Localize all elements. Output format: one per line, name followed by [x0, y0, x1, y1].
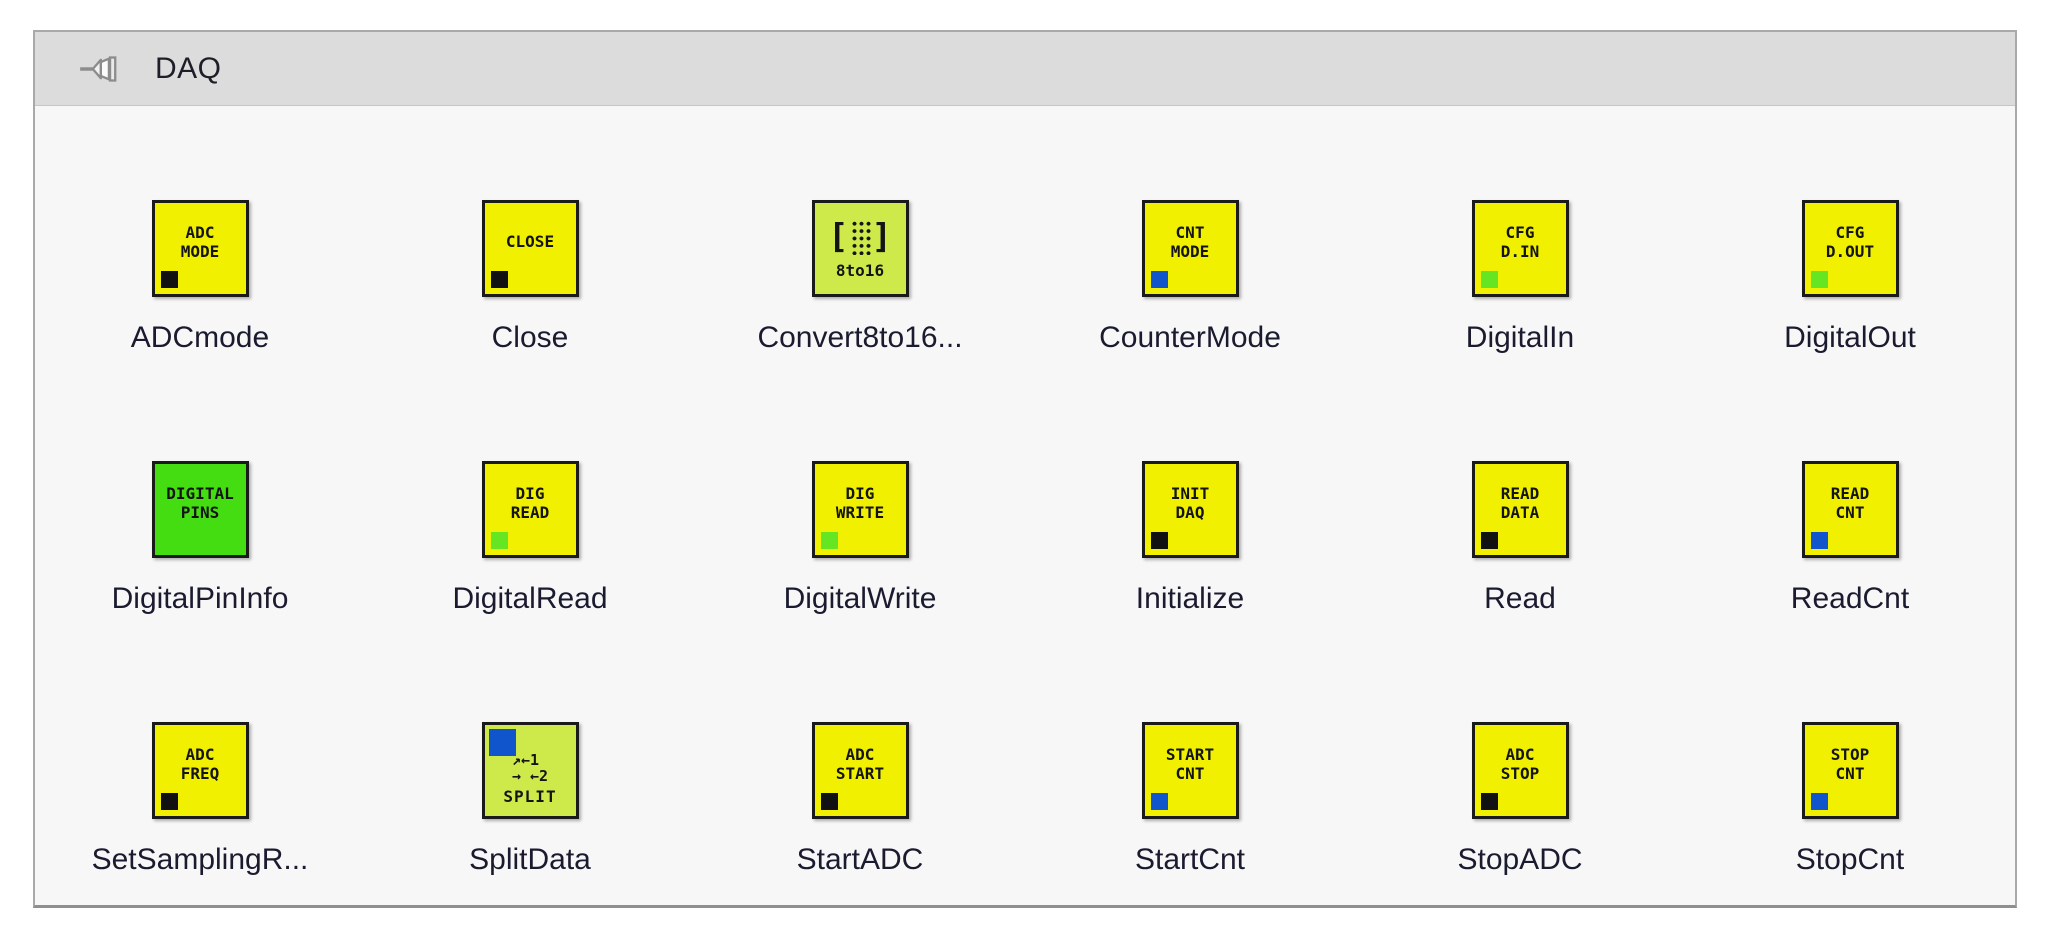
item-label: ADCmode [130, 321, 270, 354]
block-caption: INIT DAQ [1170, 484, 1210, 522]
block-icon: READ CNT [1801, 461, 1899, 558]
black-corner-marker [1150, 532, 1168, 549]
block-icon: ADC FREQ [151, 722, 249, 819]
block-icon: [] 8to16 [811, 200, 909, 297]
block-icon: READ DATA [1471, 461, 1569, 558]
palette-item-readcnt[interactable]: READ CNT ReadCnt [1685, 369, 2015, 630]
item-label: Close [491, 321, 569, 354]
pushpin-horizontal-icon[interactable] [79, 54, 125, 84]
bracket-grid-icon: [] [828, 217, 892, 257]
block-caption: READ CNT [1830, 484, 1870, 522]
blue-corner-marker [1810, 793, 1828, 810]
block-icon: DIG WRITE [811, 461, 909, 558]
palette-item-stopcnt[interactable]: STOP CNT StopCnt [1685, 630, 2015, 891]
palette-item-close[interactable]: CLOSE Close [365, 108, 695, 369]
item-label: StartADC [796, 843, 924, 876]
block-caption: ADC START [835, 745, 885, 783]
item-label: Initialize [1135, 582, 1245, 615]
palette-item-digitalpininfo[interactable]: DIGITAL PINS DigitalPinInfo [35, 369, 365, 630]
palette-item-read[interactable]: READ DATA Read [1355, 369, 1685, 630]
block-caption: ADC MODE [180, 223, 220, 261]
block-icon: ADC START [811, 722, 909, 819]
black-corner-marker [490, 271, 508, 288]
block-icon: CLOSE [481, 200, 579, 297]
black-corner-marker [160, 271, 178, 288]
palette-item-startcnt[interactable]: START CNT StartCnt [1025, 630, 1355, 891]
palette-item-initialize[interactable]: INIT DAQ Initialize [1025, 369, 1355, 630]
palette-grid: ADC MODE ADCmode CLOSE Close [] 8to16 Con… [35, 106, 2015, 891]
palette-item-digitalout[interactable]: CFG D.OUT DigitalOut [1685, 108, 2015, 369]
block-icon: ADC STOP [1471, 722, 1569, 819]
item-label: Convert8to16... [757, 321, 963, 354]
block-icon: CNT MODE [1141, 200, 1239, 297]
block-caption: ADC FREQ [180, 745, 220, 783]
block-icon: STOP CNT [1801, 722, 1899, 819]
palette-item-setsamplingrate[interactable]: ADC FREQ SetSamplingR... [35, 630, 365, 891]
item-label: StopADC [1457, 843, 1583, 876]
block-caption: CLOSE [505, 232, 555, 252]
block-caption: DIG READ [510, 484, 550, 522]
block-caption: READ DATA [1500, 484, 1540, 522]
blue-corner-marker [1150, 793, 1168, 810]
block-caption: START CNT [1165, 745, 1215, 783]
item-label: StartCnt [1134, 843, 1246, 876]
block-icon: CFG D.IN [1471, 200, 1569, 297]
blue-corner-marker [1150, 271, 1168, 288]
block-caption: DIG WRITE [835, 484, 885, 522]
block-caption: CNT MODE [1170, 223, 1210, 261]
item-label: CounterMode [1099, 321, 1281, 354]
dot-matrix-icon [849, 219, 871, 255]
item-label: DigitalIn [1465, 321, 1575, 354]
palette-item-convert8to16[interactable]: [] 8to16 Convert8to16... [695, 108, 1025, 369]
block-caption: STOP CNT [1830, 745, 1870, 783]
blue-corner-marker [1810, 532, 1828, 549]
item-label: SplitData [469, 843, 591, 876]
block-caption: 8to16 [835, 261, 885, 280]
item-label: DigitalPinInfo [111, 582, 289, 615]
palette-item-digitalread[interactable]: DIG READ DigitalRead [365, 369, 695, 630]
palette-item-startadc[interactable]: ADC START StartADC [695, 630, 1025, 891]
black-corner-marker [160, 793, 178, 810]
split-arrows-icon: ↗←1 → ←2 [511, 750, 549, 785]
item-label: ReadCnt [1790, 582, 1910, 615]
palette-title: DAQ [155, 51, 222, 85]
item-label: DigitalRead [452, 582, 608, 615]
palette-item-adcmode[interactable]: ADC MODE ADCmode [35, 108, 365, 369]
green-corner-marker [1810, 271, 1828, 288]
block-caption: CFG D.IN [1500, 223, 1540, 261]
block-icon: ADC MODE [151, 200, 249, 297]
item-label: SetSamplingR... [91, 843, 309, 876]
daq-palette-panel: DAQ ADC MODE ADCmode CLOSE Close [] 8to16… [33, 30, 2017, 908]
item-label: DigitalOut [1784, 321, 1916, 354]
palette-item-countermode[interactable]: CNT MODE CounterMode [1025, 108, 1355, 369]
palette-item-stopadc[interactable]: ADC STOP StopADC [1355, 630, 1685, 891]
black-corner-marker [1480, 532, 1498, 549]
block-caption: SPLIT [503, 786, 557, 806]
block-caption: ADC STOP [1500, 745, 1540, 783]
block-icon: DIG READ [481, 461, 579, 558]
green-corner-marker [1480, 271, 1498, 288]
green-corner-marker [820, 532, 838, 549]
palette-item-digitalin[interactable]: CFG D.IN DigitalIn [1355, 108, 1685, 369]
block-icon: INIT DAQ [1141, 461, 1239, 558]
block-caption: DIGITAL PINS [166, 484, 234, 522]
palette-item-digitalwrite[interactable]: DIG WRITE DigitalWrite [695, 369, 1025, 630]
item-label: StopCnt [1795, 843, 1905, 876]
black-corner-marker [1480, 793, 1498, 810]
block-icon: DIGITAL PINS [151, 461, 249, 558]
block-icon: START CNT [1141, 722, 1239, 819]
black-corner-marker [820, 793, 838, 810]
block-caption: CFG D.OUT [1825, 223, 1875, 261]
palette-header: DAQ [35, 32, 2015, 106]
block-icon: CFG D.OUT [1801, 200, 1899, 297]
item-label: DigitalWrite [783, 582, 937, 615]
blue-corner-marker [488, 729, 516, 756]
green-corner-marker [490, 532, 508, 549]
item-label: Read [1484, 582, 1556, 615]
